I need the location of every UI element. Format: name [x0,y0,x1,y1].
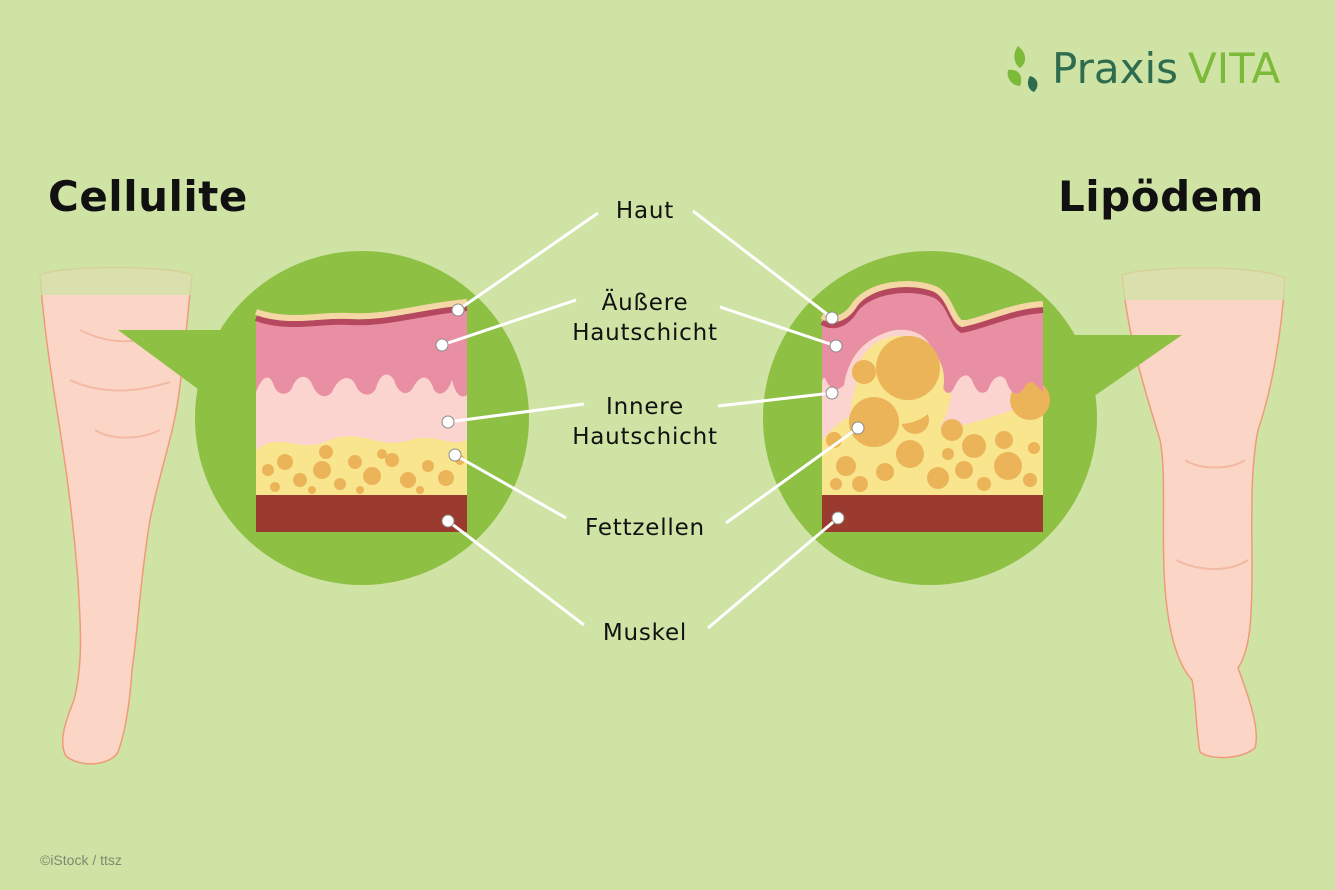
label-innere-line2: Hautschicht [572,424,718,450]
label-muskel: Muskel [602,620,688,646]
image-credit: ©iStock / ttsz [40,852,122,868]
leader-dots [435,303,865,528]
label-aeussere-line1: Äußere [601,290,689,316]
leaf-drop-icon [1007,46,1038,92]
logo-word-praxis: Praxis [1052,43,1178,93]
title-cellulite: Cellulite [48,172,248,221]
label-innere-hautschicht: Innere Hautschicht [550,392,740,452]
skin-section-lipoedem [820,281,1050,532]
leader-lines [441,209,859,630]
label-aeussere-hautschicht: Äußere Hautschicht [550,288,740,348]
leg-lipoedem [1110,255,1300,759]
logo-word-vita: VITA [1188,43,1281,93]
title-lipoedem: Lipödem [1058,172,1264,221]
label-haut: Haut [615,198,675,224]
label-innere-line1: Innere [606,394,684,420]
label-fettzellen: Fettzellen [585,515,705,541]
skin-section-cellulite [255,299,468,532]
label-aeussere-line2: Hautschicht [572,320,718,346]
praxisvita-logo: Praxis VITA [1004,40,1280,96]
